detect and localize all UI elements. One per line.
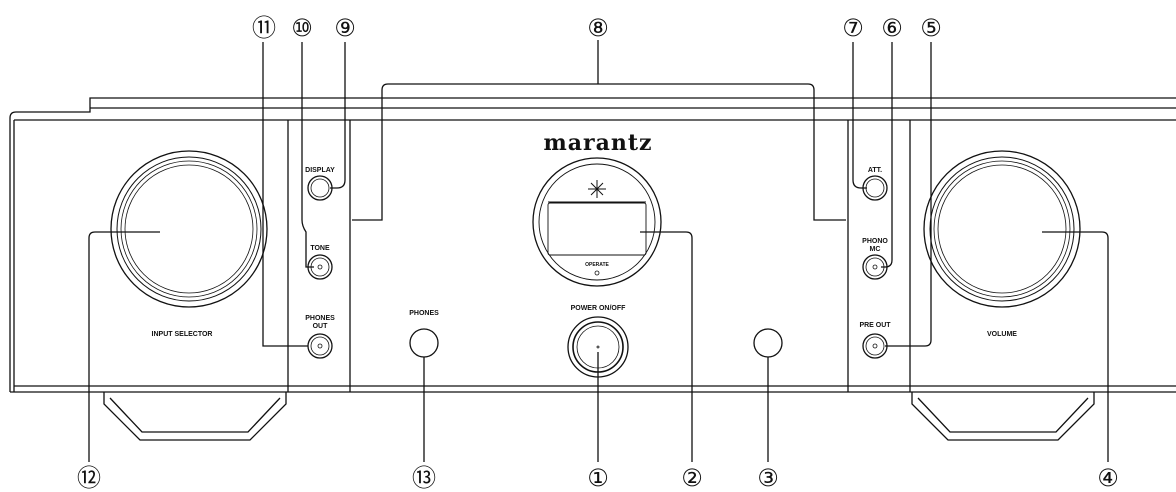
- phono-label-1: PHONO: [862, 238, 888, 245]
- callout-11: ⑪: [252, 14, 276, 42]
- display-window: [532, 157, 662, 287]
- tone-label: TONE: [310, 245, 330, 252]
- callout-2: ②: [681, 464, 703, 492]
- phones-jack[interactable]: [409, 328, 439, 358]
- phono-label-2: MC: [870, 246, 881, 253]
- callout-4: ④: [1097, 464, 1119, 492]
- phones-out-label-1: PHONES: [305, 315, 335, 322]
- power-label: POWER ON/OFF: [571, 305, 627, 312]
- callout-7: ⑦: [842, 14, 864, 42]
- pre-out-label: PRE OUT: [859, 322, 891, 329]
- phones-out-label-2: OUT: [313, 323, 329, 330]
- callout-10: ⑩: [291, 14, 313, 42]
- callout-1: ①: [587, 464, 609, 492]
- panel-dividers: [287, 120, 911, 392]
- leader-lines: [88, 42, 1109, 462]
- phones-label: PHONES: [409, 310, 439, 317]
- operate-indicator: [594, 270, 600, 276]
- operate-label: OPERATE: [585, 262, 609, 268]
- volume-knob[interactable]: [923, 150, 1081, 308]
- star-icon: [588, 180, 606, 198]
- callout-6: ⑥: [881, 14, 903, 42]
- input-selector-knob[interactable]: [110, 150, 268, 308]
- callout-8: ⑧: [587, 14, 609, 42]
- input-selector-label: INPUT SELECTOR: [152, 331, 213, 338]
- att-label: ATT.: [868, 167, 882, 174]
- callout-3: ③: [757, 464, 779, 492]
- volume-label: VOLUME: [987, 331, 1017, 338]
- remote-sensor: [753, 328, 783, 358]
- display-button[interactable]: [307, 175, 333, 201]
- display-label: DISPLAY: [305, 167, 335, 174]
- brand-logo: marantz: [543, 130, 652, 156]
- left-foot: [103, 392, 287, 441]
- right-foot: [911, 392, 1095, 441]
- callout-12: ⑫: [77, 464, 101, 492]
- callout-13: ⑬: [412, 464, 436, 492]
- pre-out-button[interactable]: [862, 333, 888, 359]
- phones-out-button[interactable]: [307, 333, 333, 359]
- callout-5: ⑤: [920, 14, 942, 42]
- callout-9: ⑨: [334, 14, 356, 42]
